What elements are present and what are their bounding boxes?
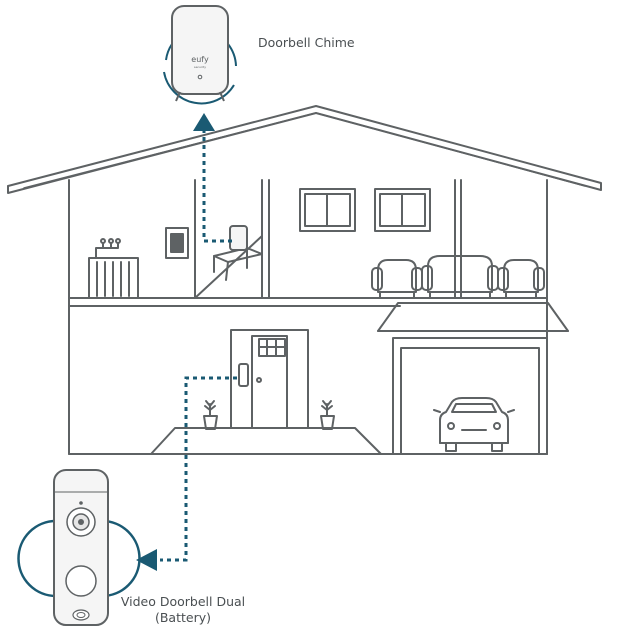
car-icon bbox=[433, 397, 515, 452]
side-table bbox=[213, 225, 263, 281]
wall-panel bbox=[165, 227, 189, 259]
sofa-set bbox=[371, 255, 545, 299]
doorbell-connection-line bbox=[160, 376, 237, 562]
video-doorbell-label-line1: Video Doorbell Dual bbox=[120, 594, 246, 609]
porch bbox=[150, 427, 382, 455]
doorbell-chime-icon bbox=[163, 5, 237, 105]
crib bbox=[88, 238, 139, 299]
chime-brand-text: eufy bbox=[191, 55, 209, 64]
roof bbox=[7, 105, 602, 194]
upper-window-right bbox=[374, 188, 431, 232]
arrow-left-icon bbox=[136, 549, 157, 571]
chime-connection-line bbox=[202, 131, 232, 243]
video-doorbell-label-line2: (Battery) bbox=[154, 610, 212, 625]
plant-right bbox=[320, 400, 335, 430]
plant-left bbox=[203, 400, 218, 430]
doorbell-chime-label: Doorbell Chime bbox=[258, 35, 355, 50]
arrow-up-icon bbox=[193, 113, 215, 131]
video-doorbell-icon bbox=[17, 469, 141, 626]
video-doorbell-label: Video Doorbell Dual (Battery) bbox=[113, 594, 253, 626]
upper-window-left bbox=[299, 188, 356, 232]
front-door bbox=[230, 329, 309, 429]
garage bbox=[377, 302, 569, 455]
chime-sub-text: security bbox=[194, 65, 206, 69]
